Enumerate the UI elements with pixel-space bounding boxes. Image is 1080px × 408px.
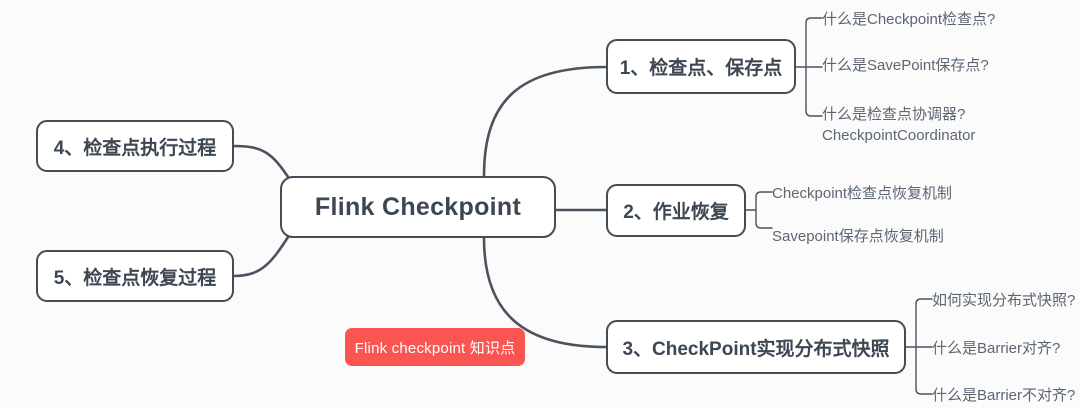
leaf-branch1-item3-line1: 什么是检查点协调器? [822, 106, 966, 123]
edge-branch3-bracket [915, 298, 933, 395]
branch-node-1[interactable]: 1、检查点、保存点 [606, 39, 796, 94]
branch-node-3-label: 3、CheckPoint实现分布式快照 [622, 338, 890, 360]
topic-badge[interactable]: Flink checkpoint 知识点 [345, 328, 525, 366]
edge-branch1-bracket [805, 17, 823, 117]
branch-node-2-label: 2、作业恢复 [623, 202, 729, 223]
edge-center-to-branch4 [232, 144, 292, 182]
topic-badge-label: Flink checkpoint 知识点 [354, 339, 516, 357]
leaf-branch1-item1-line1: 什么是Checkpoint检查点? [822, 11, 996, 28]
leaf-branch3-item1[interactable]: 如何实现分布式快照? [932, 291, 1075, 311]
leaf-branch2-item1-line1: Checkpoint检查点恢复机制 [772, 185, 953, 202]
branch-node-2[interactable]: 2、作业恢复 [606, 184, 746, 237]
leaf-branch2-item2[interactable]: Savepoint保存点恢复机制 [772, 227, 944, 247]
leaf-branch2-item1[interactable]: Checkpoint检查点恢复机制 [772, 184, 952, 204]
leaf-branch3-item1-line1: 如何实现分布式快照? [932, 292, 1076, 309]
leaf-branch3-item3-line1: 什么是Barrier不对齐? [932, 387, 1076, 404]
branch-node-5-label: 5、检查点恢复过程 [53, 267, 217, 289]
edge-branch2-bracket [755, 191, 773, 229]
edge-center-to-branch5 [232, 232, 292, 278]
leaf-branch3-item2[interactable]: 什么是Barrier对齐? [932, 339, 1060, 359]
center-node[interactable]: Flink Checkpoint [280, 176, 556, 238]
center-node-label: Flink Checkpoint [314, 192, 522, 221]
leaf-branch2-item2-line1: Savepoint保存点恢复机制 [772, 228, 944, 245]
leaf-branch1-item3[interactable]: 什么是检查点协调器? CheckpointCoordinator [822, 104, 975, 146]
leaf-branch3-item2-line1: 什么是Barrier对齐? [932, 340, 1061, 357]
branch-node-1-label: 1、检查点、保存点 [619, 58, 783, 79]
leaf-branch1-item2-line1: 什么是SavePoint保存点? [822, 57, 989, 74]
branch-node-3[interactable]: 3、CheckPoint实现分布式快照 [606, 320, 906, 374]
branch-node-4[interactable]: 4、检查点执行过程 [36, 120, 234, 172]
leaf-branch1-item2[interactable]: 什么是SavePoint保存点? [822, 56, 989, 76]
branch-node-5[interactable]: 5、检查点恢复过程 [36, 250, 234, 302]
leaf-branch3-item3[interactable]: 什么是Barrier不对齐? [932, 386, 1075, 406]
edge-center-to-branch1 [482, 65, 608, 178]
branch-node-4-label: 4、检查点执行过程 [53, 137, 217, 159]
leaf-branch1-item1[interactable]: 什么是Checkpoint检查点? [822, 10, 995, 30]
leaf-branch1-item3-line2: CheckpointCoordinator [822, 127, 976, 144]
